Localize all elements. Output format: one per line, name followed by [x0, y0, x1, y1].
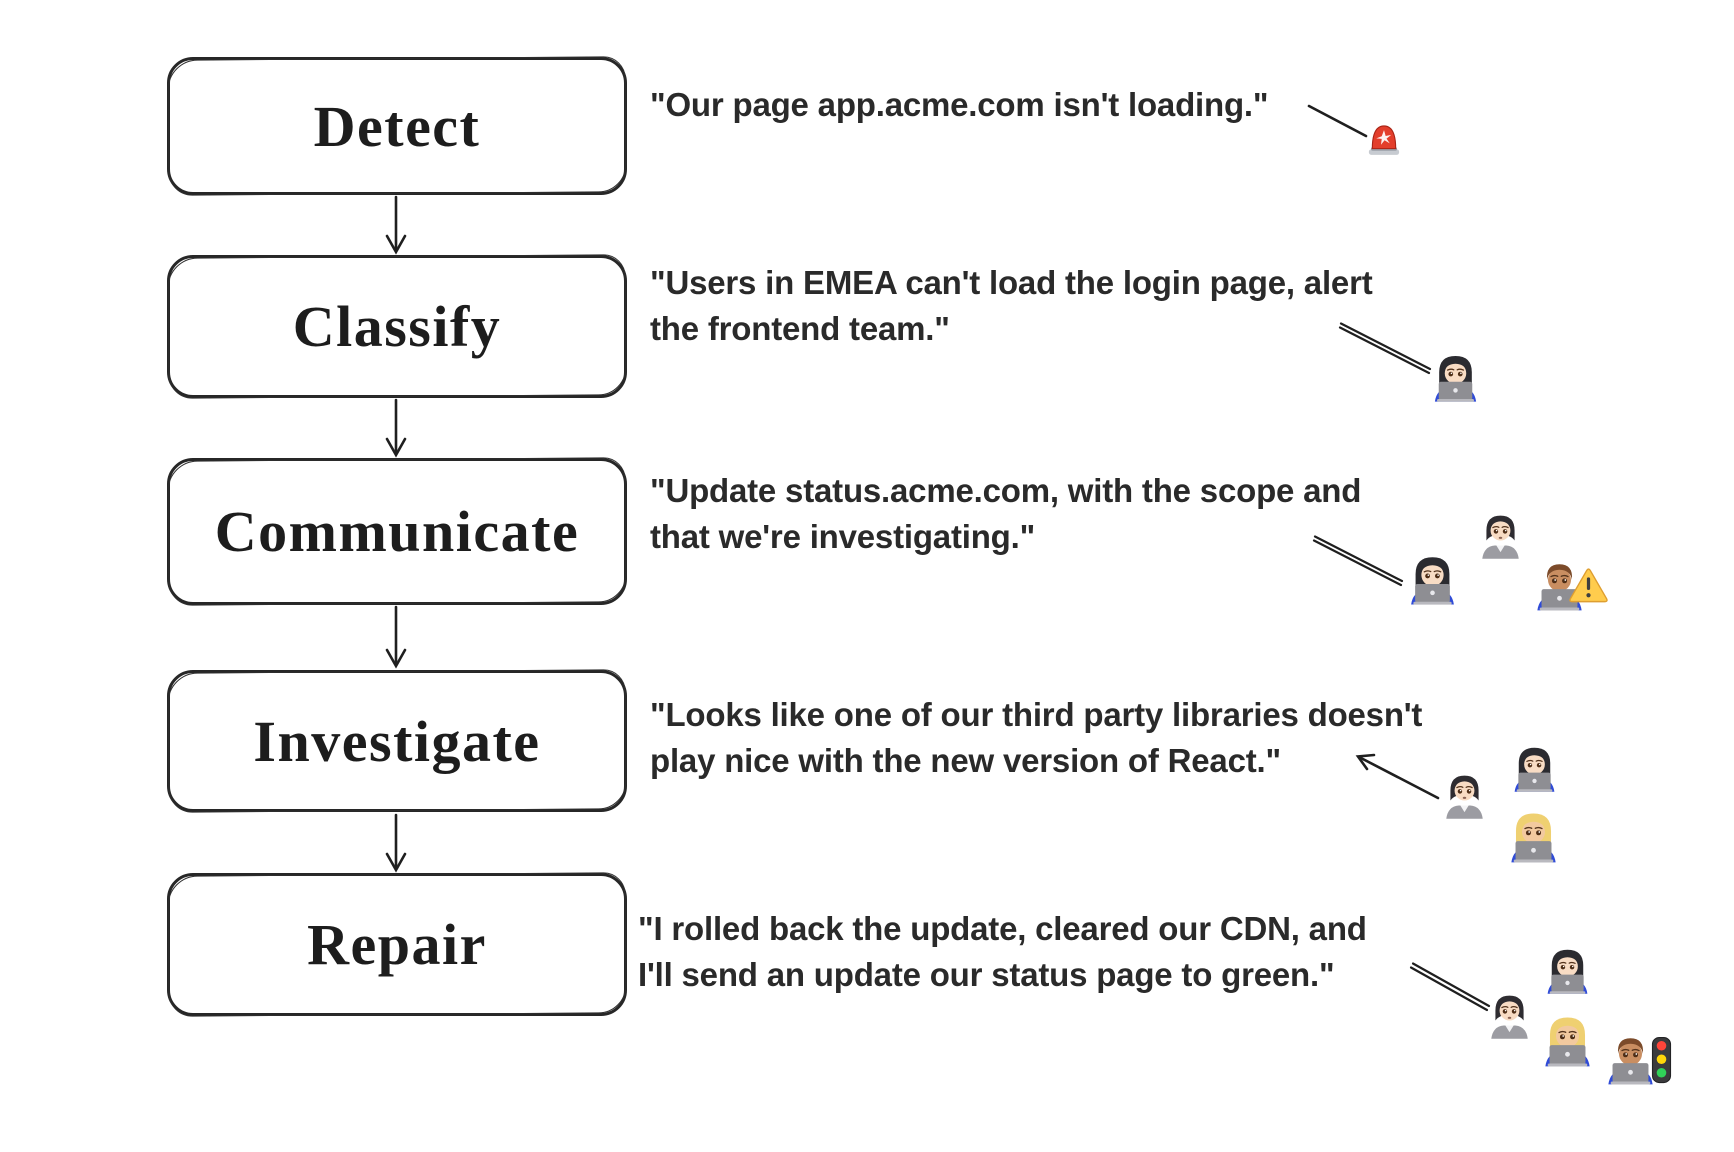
quote-detect: "Our page app.acme.com isn't loading." — [650, 82, 1269, 128]
quote-repair: "I rolled back the update, cleared our C… — [638, 906, 1367, 998]
quote-line: "Looks like one of our third party libra… — [650, 696, 1423, 733]
quote-line: "I rolled back the update, cleared our C… — [638, 910, 1367, 947]
quote-line: "Our page app.acme.com isn't loading." — [650, 86, 1269, 123]
pointer-detect — [1307, 104, 1368, 138]
quote-line: that we're investigating." — [650, 518, 1036, 555]
woman-technologist-blonde-icon — [1504, 807, 1563, 866]
woman-technologist-icon — [1508, 742, 1561, 795]
flow-arrow-classify-communicate — [385, 398, 407, 458]
man-technologist-icon — [1601, 1029, 1660, 1088]
rotating-light-icon — [1362, 117, 1406, 161]
quote-classify: "Users in EMEA can't load the login page… — [650, 260, 1373, 352]
flow-box-classify: Classify — [167, 255, 627, 398]
flow-arrow-detect-classify — [385, 195, 407, 255]
quote-line: "Users in EMEA can't load the login page… — [650, 264, 1373, 301]
quote-line: the frontend team." — [650, 310, 950, 347]
flow-box-communicate: Communicate — [167, 458, 627, 605]
flow-box-label: Detect — [313, 93, 481, 159]
person-icon — [1438, 769, 1491, 822]
quote-line: "Update status.acme.com, with the scope … — [650, 472, 1362, 509]
quote-communicate: "Update status.acme.com, with the scope … — [650, 468, 1361, 560]
flow-box-label: Repair — [307, 912, 487, 977]
flow-box-detect: Detect — [167, 57, 627, 195]
person-icon — [1483, 989, 1536, 1042]
warning-icon — [1566, 564, 1611, 609]
flow-box-investigate: Investigate — [167, 670, 627, 812]
traffic-light-icon — [1648, 1036, 1675, 1084]
flow-box-label: Investigate — [253, 708, 541, 774]
flow-arrow-communicate-investigate — [385, 605, 407, 669]
flow-box-label: Communicate — [214, 499, 580, 564]
quote-line: I'll send an update our status page to g… — [638, 956, 1335, 993]
woman-technologist-icon — [1428, 350, 1483, 405]
flow-box-repair: Repair — [167, 873, 627, 1016]
quote-line: play nice with the new version of React.… — [650, 742, 1281, 779]
flow-box-label: Classify — [292, 294, 502, 359]
flow-arrow-investigate-repair — [385, 813, 407, 873]
woman-technologist-icon — [1541, 944, 1594, 997]
woman-technologist-blonde-icon — [1538, 1011, 1597, 1070]
quote-investigate: "Looks like one of our third party libra… — [650, 692, 1422, 784]
person-icon — [1474, 509, 1527, 562]
pointer-repair — [1409, 962, 1491, 1012]
woman-technologist-icon — [1404, 551, 1461, 608]
